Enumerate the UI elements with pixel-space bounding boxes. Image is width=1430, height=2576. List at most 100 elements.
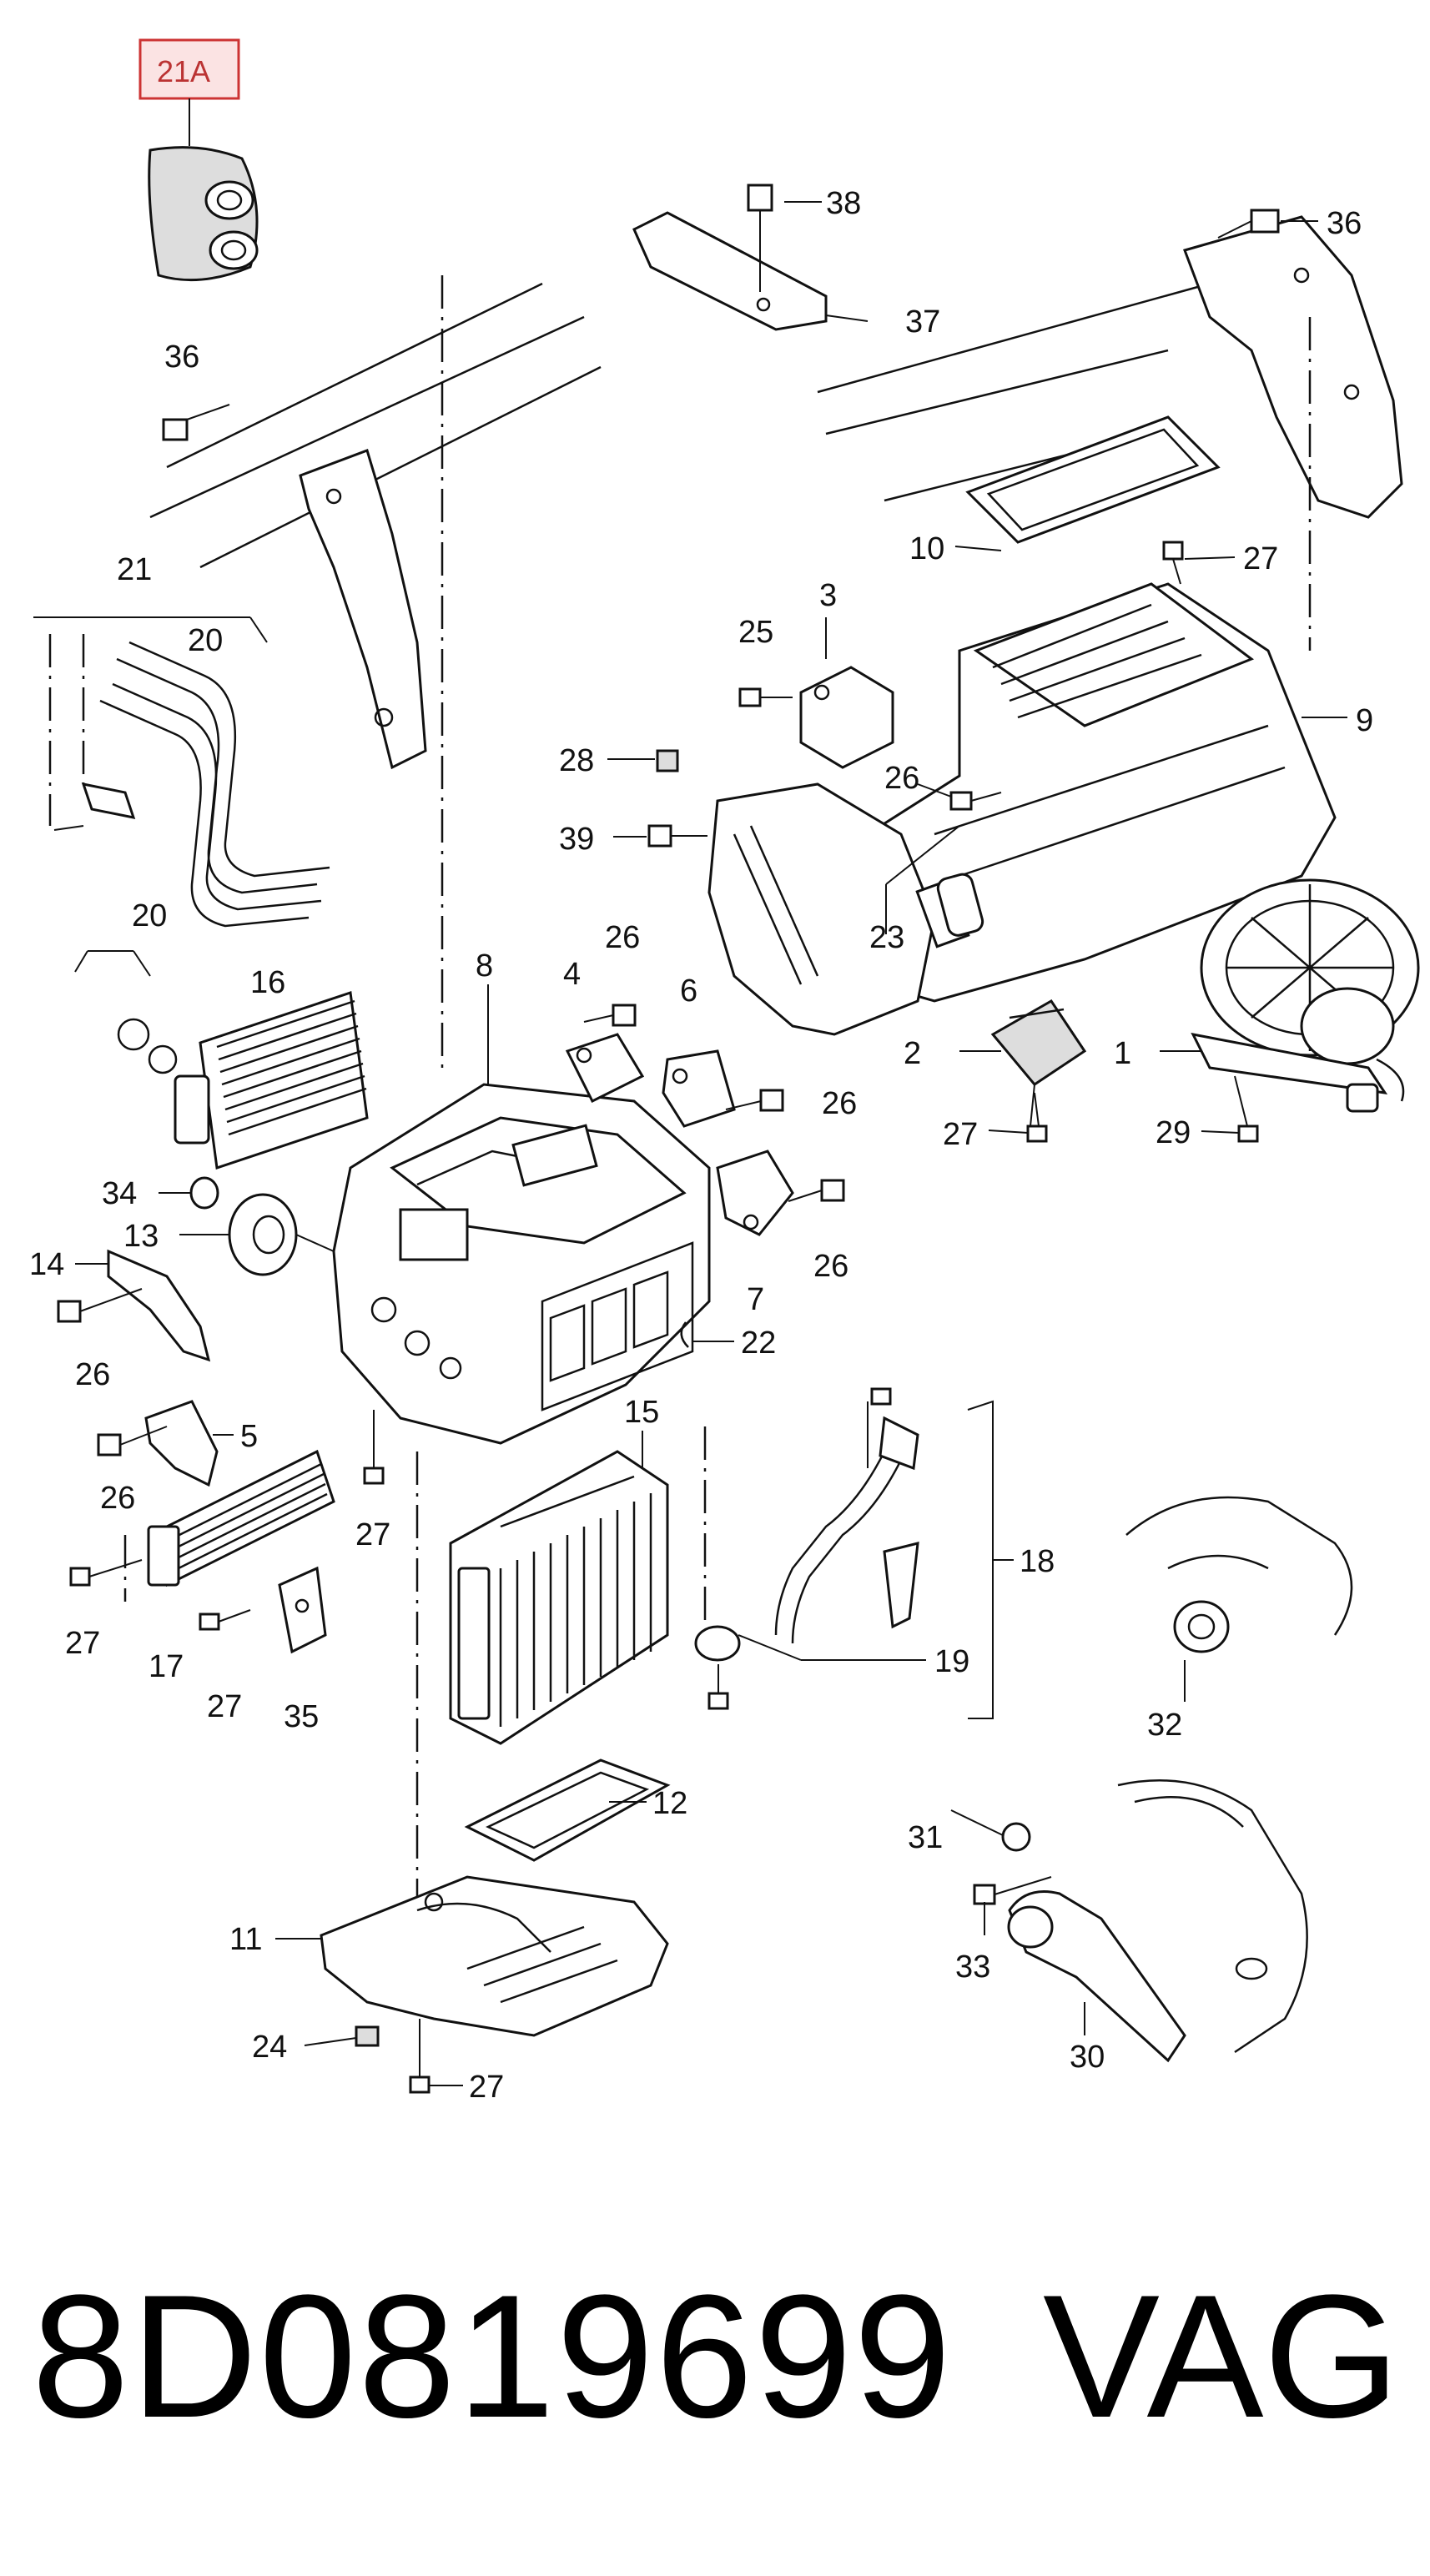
callout-14: 14 — [29, 1247, 64, 1282]
frame-bracket-right — [1183, 215, 1403, 519]
filter-insert — [936, 873, 984, 937]
callout-labels: 38 37 36 36 10 27 3 25 9 28 26 39 23 21 … — [29, 186, 1373, 2105]
callout-25: 25 — [738, 615, 773, 650]
callout-1: 1 — [1114, 1036, 1131, 1071]
screw-27-left — [69, 1559, 143, 1587]
callout-15: 15 — [624, 1395, 659, 1430]
callout-34: 34 — [102, 1176, 137, 1211]
callout-31: 31 — [908, 1820, 943, 1855]
callout-27-bracket35: 27 — [207, 1689, 242, 1724]
screw-27-upper — [1162, 541, 1184, 585]
blower-motor-1 — [1191, 878, 1420, 1113]
bracket-14 — [107, 1249, 211, 1362]
callout-20-lower: 20 — [132, 898, 167, 933]
bracket-5 — [144, 1400, 219, 1487]
callout-10: 10 — [909, 531, 944, 566]
screw-27-bracket35 — [199, 1609, 251, 1631]
callout-37: 37 — [905, 304, 940, 340]
cap-31 — [1001, 1822, 1031, 1852]
pipe-set-18 — [694, 1400, 994, 1719]
screw-27-module — [1026, 1092, 1048, 1143]
plug-34 — [189, 1176, 219, 1210]
callout-27-left: 27 — [65, 1626, 100, 1661]
callout-29: 29 — [1156, 1115, 1191, 1150]
callout-13: 13 — [123, 1219, 159, 1254]
callout-27-bottom: 27 — [469, 2070, 504, 2105]
callout-3: 3 — [819, 578, 837, 613]
callout-26-servo6: 26 — [822, 1086, 857, 1121]
screw-18-lower — [707, 1664, 729, 1710]
callout-27-center: 27 — [355, 1517, 390, 1552]
heater-core-16 — [117, 991, 369, 1170]
screw-29 — [1234, 1075, 1259, 1143]
callout-35: 35 — [284, 1699, 319, 1734]
screw-25 — [738, 687, 793, 707]
callout-4: 4 — [563, 957, 581, 992]
lower-housing-11 — [320, 1875, 669, 2037]
screw-39 — [647, 824, 707, 848]
callout-30: 30 — [1070, 2040, 1105, 2075]
screw-18-upper — [870, 1387, 892, 1406]
callout-24: 24 — [252, 2030, 287, 2065]
screw-26-servo4 — [583, 1004, 637, 1027]
callout-27-module: 27 — [943, 1117, 978, 1152]
bolt-36-top — [1217, 209, 1280, 239]
callout-17: 17 — [149, 1649, 184, 1684]
callout-18: 18 — [1020, 1544, 1055, 1579]
callout-21: 21 — [117, 552, 152, 587]
callout-12: 12 — [652, 1786, 687, 1821]
callout-27-upper: 27 — [1243, 541, 1278, 576]
callout-39: 39 — [559, 822, 594, 857]
screw-26-servo6 — [725, 1089, 784, 1112]
callout-38: 38 — [826, 186, 861, 221]
evaporator-17 — [147, 1449, 335, 1587]
clip-nut-28 — [656, 749, 679, 772]
callout-2: 2 — [904, 1036, 921, 1071]
control-unit-2 — [990, 999, 1087, 1086]
clip-24 — [355, 2025, 380, 2047]
callout-20-upper: 20 — [188, 623, 223, 658]
leader-lines — [75, 201, 1347, 2086]
callout-28: 28 — [559, 743, 594, 778]
callout-5: 5 — [240, 1419, 258, 1454]
heater-pipes-21 — [33, 616, 330, 928]
callout-8: 8 — [476, 948, 493, 984]
callout-16: 16 — [250, 965, 285, 1000]
servo-motor-3 — [799, 666, 894, 769]
grommet-13 — [228, 1193, 298, 1276]
exploded-parts-diagram: 21A — [29, 38, 1420, 2105]
callout-11: 11 — [229, 1922, 262, 1957]
callout-26-servo7: 26 — [813, 1249, 848, 1284]
bolt-36-left — [162, 404, 230, 441]
callout-22: 22 — [741, 1326, 776, 1361]
servo-motor-4 — [565, 1033, 645, 1104]
callout-6: 6 — [680, 974, 697, 1009]
heat-exchanger-15 — [449, 1450, 669, 1745]
bracket-35 — [278, 1566, 327, 1654]
callout-32: 32 — [1147, 1708, 1182, 1743]
body-panel-32 — [1125, 1496, 1353, 1653]
callout-7: 7 — [747, 1282, 764, 1317]
servo-motor-6 — [662, 1049, 736, 1128]
callout-9: 9 — [1356, 703, 1373, 738]
bolt-38 — [747, 184, 773, 292]
brand-name: VAG — [1043, 2258, 1400, 2454]
callout-36-left: 36 — [164, 340, 199, 375]
clip-22 — [680, 1321, 689, 1348]
screw-26-left-a — [57, 1288, 143, 1323]
screw-27-bottom — [409, 2019, 431, 2094]
dust-filter-12 — [464, 1758, 671, 1862]
callout-26-left-a: 26 — [75, 1357, 110, 1392]
frame-bracket-left — [299, 449, 427, 770]
screw-26-upper — [949, 791, 1002, 811]
screw-26-left-b — [97, 1426, 168, 1457]
screw-27-center — [363, 1410, 385, 1485]
tag-box-21a — [138, 38, 240, 100]
drain-assembly-30 — [1007, 1779, 1308, 2063]
heater-box-8 — [332, 1083, 711, 1445]
seal-10 — [965, 415, 1221, 544]
callout-23: 23 — [869, 920, 904, 955]
tag-21a-label: 21A — [157, 54, 210, 88]
servo-motor-7 — [716, 1150, 794, 1236]
callout-26-servo4: 26 — [605, 920, 640, 955]
